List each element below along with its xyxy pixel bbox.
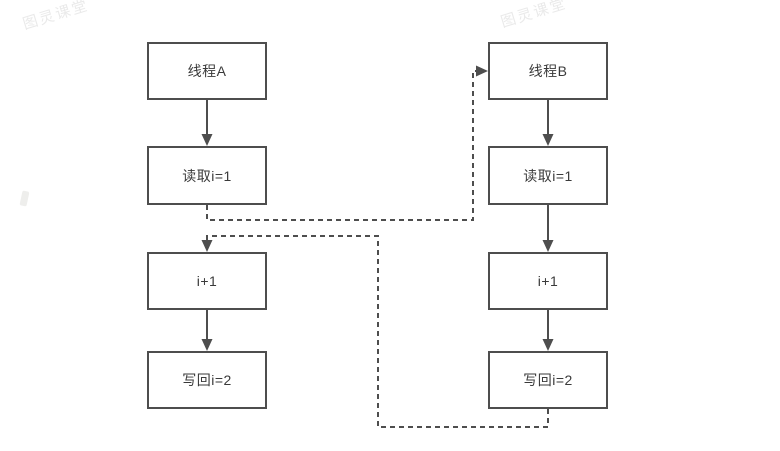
dashed-edge-write-b-to-inc-a — [201, 235, 549, 428]
node-write-a: 写回i=2 — [147, 351, 267, 409]
node-read-a: 读取i=1 — [147, 146, 267, 205]
node-read-b: 读取i=1 — [488, 146, 608, 205]
node-thread-a: 线程A — [147, 42, 267, 100]
node-inc-a: i+1 — [147, 252, 267, 310]
edge-inc-b-to-write-b — [542, 310, 554, 351]
edge-read-b-to-inc-b — [542, 205, 554, 252]
node-thread-b-label: 线程B — [528, 63, 568, 79]
edge-inc-a-to-write-a — [201, 310, 213, 351]
node-write-a-label: 写回i=2 — [182, 372, 232, 388]
node-read-a-label: 读取i=1 — [182, 167, 232, 184]
node-inc-b: i+1 — [488, 252, 608, 310]
node-inc-a-label: i+1 — [196, 273, 218, 289]
node-thread-a-label: 线程A — [187, 63, 227, 79]
node-thread-b: 线程B — [488, 42, 608, 100]
node-write-b: 写回i=2 — [488, 351, 608, 409]
node-write-b-label: 写回i=2 — [523, 372, 573, 388]
edge-thread-b-to-read-b — [542, 100, 554, 146]
dashed-edge-read-a-to-thread-b — [206, 65, 488, 221]
node-read-b-label: 读取i=1 — [523, 167, 573, 184]
edge-thread-a-to-read-a — [201, 100, 213, 146]
node-inc-b-label: i+1 — [537, 273, 559, 289]
